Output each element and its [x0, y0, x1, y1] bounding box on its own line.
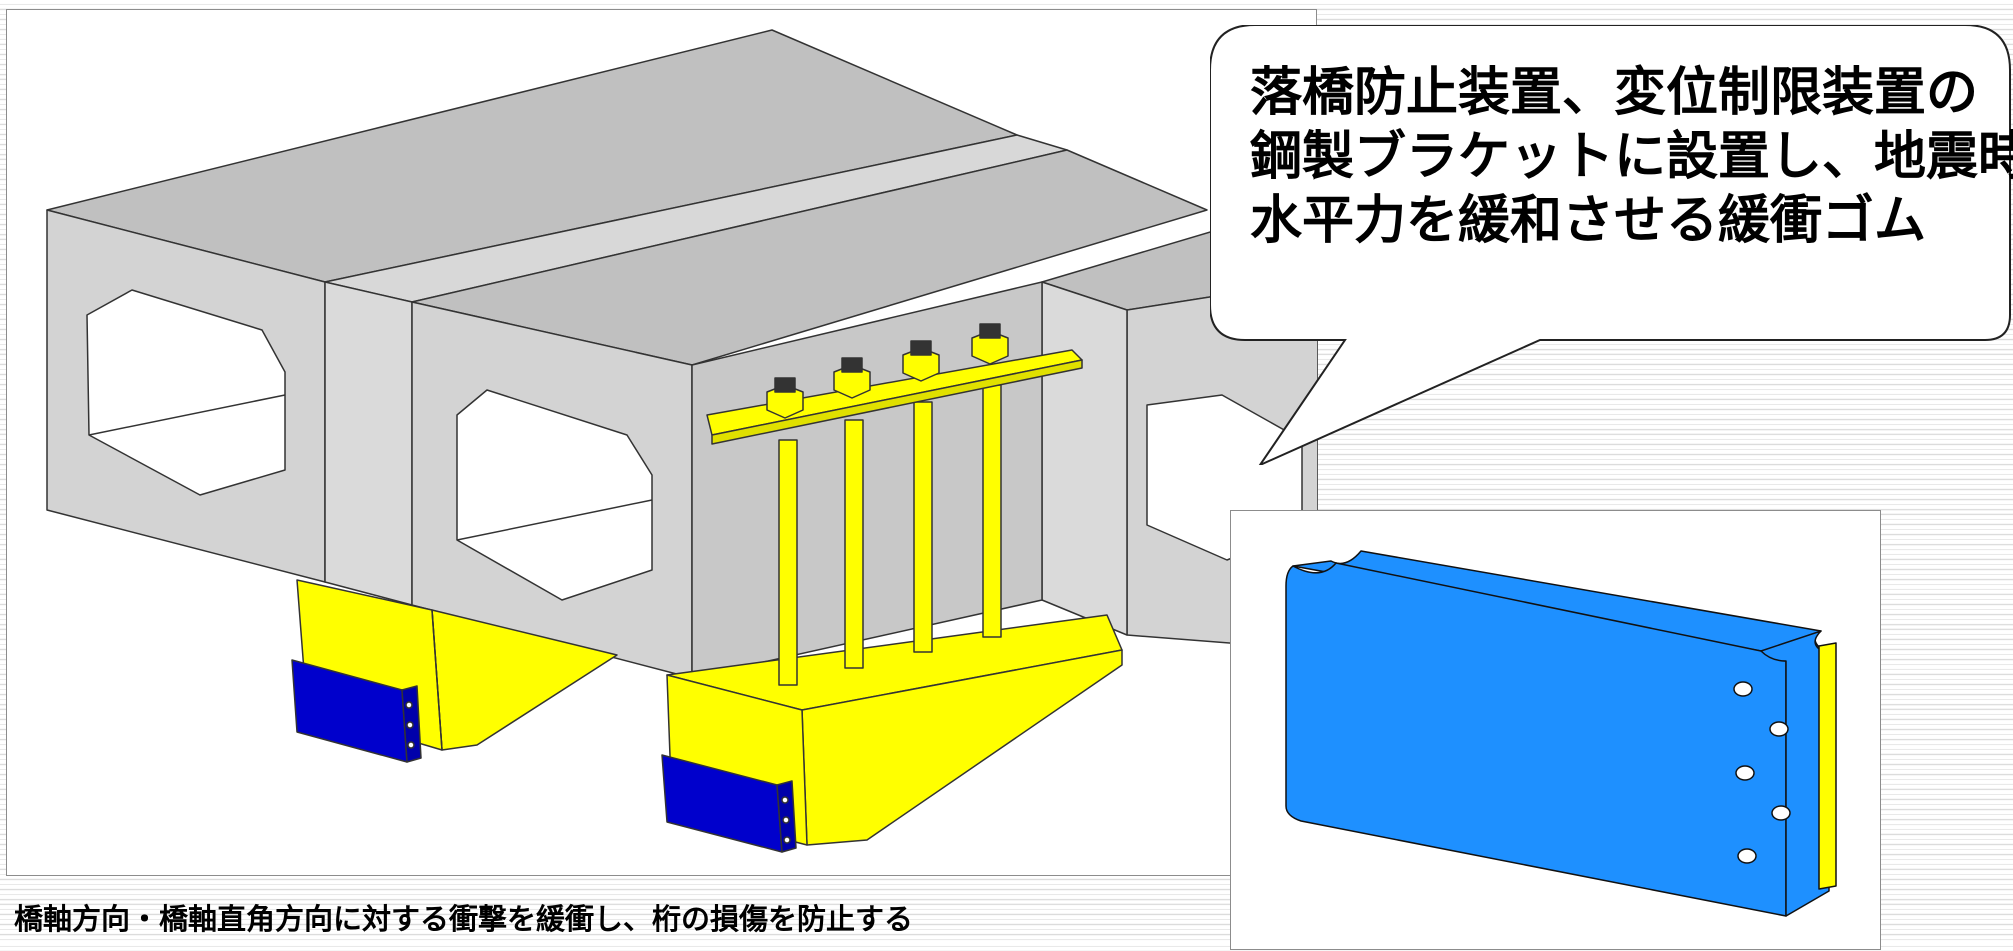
bridge-illustration: [46, 29, 1318, 853]
anchor-nut: [902, 340, 940, 382]
caption: 橋軸方向・橋軸直角方向に対する衝撃を緩衝し、桁の損傷を防止する: [14, 902, 914, 936]
speech-bubble: [1210, 25, 2011, 465]
callout-text: 落橋防止装置、変位制限装置の 鋼製ブラケットに設置し、地震時 水平力を緩和させる…: [1250, 62, 2013, 254]
callout-line-2: 鋼製ブラケットに設置し、地震時: [1250, 126, 2013, 187]
rubber-detail-panel: [1230, 510, 1881, 950]
girder-left-cell: [86, 289, 286, 496]
rubber-buffer-side: [1760, 630, 1830, 917]
bolt-hole: [1771, 805, 1791, 821]
bolt-hole: [1735, 765, 1755, 781]
anchor-nut: [766, 377, 804, 419]
joint-right: [1041, 281, 1128, 636]
rubber-steel-plate: [1818, 642, 1837, 890]
anchor-nut: [833, 357, 871, 399]
bolt-hole: [1769, 721, 1789, 737]
anchor-bolt: [844, 419, 864, 669]
bolt-hole: [1737, 848, 1757, 864]
callout-line-3: 水平力を緩和させる緩衝ゴム: [1250, 190, 1927, 251]
bridge-illustration-panel: [6, 9, 1318, 876]
rubber-buffer-illustration: [1285, 550, 1837, 917]
anchor-bolt: [913, 401, 933, 653]
bolt-hole: [1733, 681, 1753, 697]
joint-left: [324, 281, 413, 606]
girder-center-cell: [456, 389, 653, 601]
callout-line-1: 落橋防止装置、変位制限装置の: [1250, 63, 1979, 123]
anchor-nut: [971, 323, 1009, 365]
anchor-bolt: [778, 439, 798, 686]
anchor-bolt: [982, 384, 1002, 638]
